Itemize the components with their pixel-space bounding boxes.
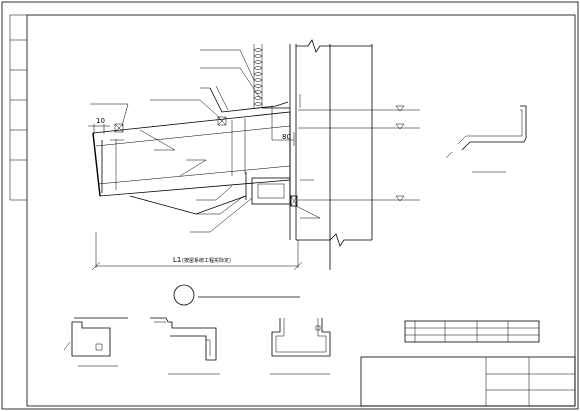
dim-length-note: (按屋系统工程实际定) xyxy=(182,257,231,264)
sheet-inner-border xyxy=(26,14,576,407)
dim-length: L1 (按屋系统工程实际定) xyxy=(91,232,303,271)
top-flange xyxy=(114,85,290,140)
level-mark-icon xyxy=(395,195,405,202)
bottom-bracket xyxy=(129,172,298,215)
dim-offset-label: 10 xyxy=(96,117,105,125)
dim-gap-label: 80 xyxy=(282,133,291,141)
level-lines xyxy=(298,105,420,202)
profile-detail-1 xyxy=(63,317,128,367)
profile-detail-3 xyxy=(270,318,331,375)
leader-lines xyxy=(90,49,321,233)
material-table xyxy=(404,320,540,343)
title-block xyxy=(360,356,576,407)
dim-length-label: L1 xyxy=(173,256,181,264)
section-circle xyxy=(173,284,300,306)
dim-offset: 10 xyxy=(88,117,110,134)
right-profile-detail xyxy=(445,105,527,173)
wall-column xyxy=(289,39,373,270)
spring-element xyxy=(253,44,263,108)
profile-detail-2 xyxy=(150,317,220,375)
left-binding-strip xyxy=(9,14,27,201)
level-mark-icon xyxy=(395,123,405,130)
dim-gap: 80 xyxy=(272,132,295,146)
main-section-detail: 10 80 L1 (按屋系统工程实际定) xyxy=(88,39,420,271)
level-mark-icon xyxy=(395,105,405,112)
